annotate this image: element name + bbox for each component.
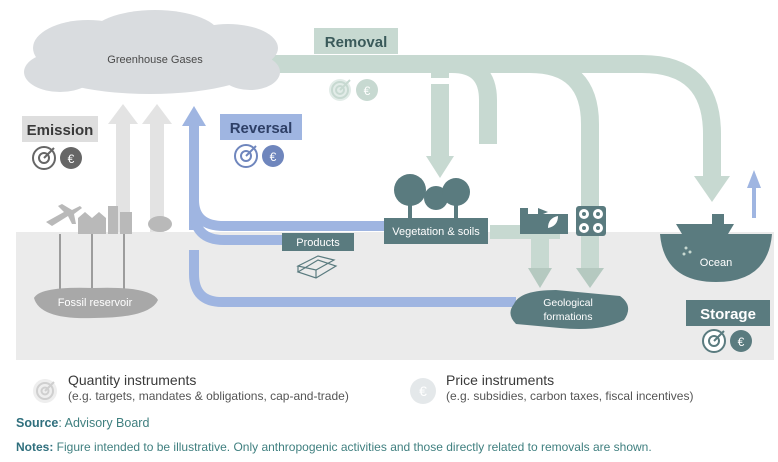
ocean-reversal-arrowhead xyxy=(747,170,761,188)
fossil-reservoir-shape xyxy=(34,287,158,319)
emission-flow xyxy=(108,104,172,232)
legend-quantity: Quantity instruments (e.g. targets, mand… xyxy=(32,372,349,412)
greenhouse-gases-label: Greenhouse Gases xyxy=(107,54,203,66)
source-text: : Advisory Board xyxy=(58,416,150,430)
emission-arrow-1 xyxy=(116,122,130,232)
removal-arrowhead-ocean xyxy=(694,176,730,202)
bioenergy-plant-icon xyxy=(520,208,568,234)
ocean-label: Ocean xyxy=(700,257,732,269)
removal-target-icon xyxy=(329,79,351,101)
leaf-icon xyxy=(548,216,558,228)
price-instruments-subtitle: (e.g. subsidies, carbon taxes, fiscal in… xyxy=(446,389,694,403)
removal-arrow-geological xyxy=(529,55,599,268)
removal-arrowhead-beccs xyxy=(528,268,552,288)
storage-euro-icon: € xyxy=(730,330,752,352)
fossil-reservoir-label: Fossil reservoir xyxy=(58,297,133,309)
reversal-arrow-geological xyxy=(189,250,516,307)
fossil-pipes xyxy=(59,234,125,292)
removal-arrow-ocean xyxy=(270,55,721,176)
emission-label: Emission xyxy=(27,122,94,139)
removal-label-box xyxy=(314,28,398,54)
emitters-icons xyxy=(46,204,172,234)
source-line: Source: Advisory Board xyxy=(16,416,149,430)
pig-icon xyxy=(148,216,172,232)
emission-label-box xyxy=(22,116,98,142)
products-label: Products xyxy=(296,237,340,249)
emission-arrow-2 xyxy=(150,122,164,232)
source-label: Source xyxy=(16,416,59,430)
removal-arrowhead-vegetation xyxy=(426,156,454,178)
factory-roof-icon xyxy=(78,212,106,218)
notes-line: Notes: Figure intended to be illustrativ… xyxy=(16,440,652,454)
lumber-icon xyxy=(296,255,338,279)
storage-label: Storage xyxy=(700,306,756,323)
ocean-bubbles-icon xyxy=(682,246,692,256)
vegetation-box xyxy=(384,218,488,244)
svg-text:€: € xyxy=(68,152,75,166)
notes-text: Figure intended to be illustrative. Only… xyxy=(53,440,652,454)
building-icon xyxy=(108,206,118,234)
vegetation-soils-label: Vegetation & soils xyxy=(392,226,480,238)
removal-arrow-vegetation-branch xyxy=(451,55,497,144)
reversal-target-icon xyxy=(234,144,258,168)
quantity-instruments-title: Quantity instruments xyxy=(68,372,197,388)
removal-label: Removal xyxy=(325,34,388,51)
notes-label: Notes: xyxy=(16,440,54,454)
legend-price: € Price instruments (e.g. subsidies, car… xyxy=(410,372,693,412)
direct-air-capture-icon xyxy=(576,206,606,236)
reversal-label-box xyxy=(220,114,302,140)
greenhouse-gas-cloud xyxy=(24,10,280,94)
products-box xyxy=(282,233,354,251)
emission-target-icon xyxy=(32,146,56,170)
storage-target-icon xyxy=(702,329,726,353)
reversal-label: Reversal xyxy=(230,120,293,137)
emission-arrowhead-2 xyxy=(142,104,172,124)
price-euro-icon: € xyxy=(410,378,436,404)
price-instruments-title: Price instruments xyxy=(446,372,555,388)
factory-icon xyxy=(78,218,106,234)
building-icon-2 xyxy=(120,212,132,234)
geological-formations-shape xyxy=(510,290,629,329)
geological-line1-label: Geological xyxy=(543,297,593,309)
quantity-instruments-subtitle: (e.g. targets, mandates & obligations, c… xyxy=(68,389,349,403)
reversal-flow xyxy=(189,124,516,307)
reversal-euro-icon: € xyxy=(262,145,284,167)
reversal-arrow-vegetation xyxy=(189,199,384,231)
quantity-target-icon xyxy=(33,379,57,403)
svg-text:€: € xyxy=(270,150,277,164)
removal-flow xyxy=(270,55,721,268)
emission-euro-icon: € xyxy=(60,147,82,169)
reversal-arrowhead xyxy=(182,106,206,126)
emission-arrowhead-1 xyxy=(108,104,138,124)
removal-euro-icon: € xyxy=(356,79,378,101)
ship-icon xyxy=(676,214,734,234)
airplane-icon xyxy=(46,204,82,226)
trees-icon xyxy=(394,174,470,218)
svg-text:€: € xyxy=(738,335,745,349)
geological-line2-label: formations xyxy=(543,311,592,323)
svg-text:€: € xyxy=(364,84,371,98)
storage-label-box xyxy=(686,300,770,326)
ocean-shape xyxy=(660,234,772,282)
removal-arrowhead-geological xyxy=(576,268,604,288)
